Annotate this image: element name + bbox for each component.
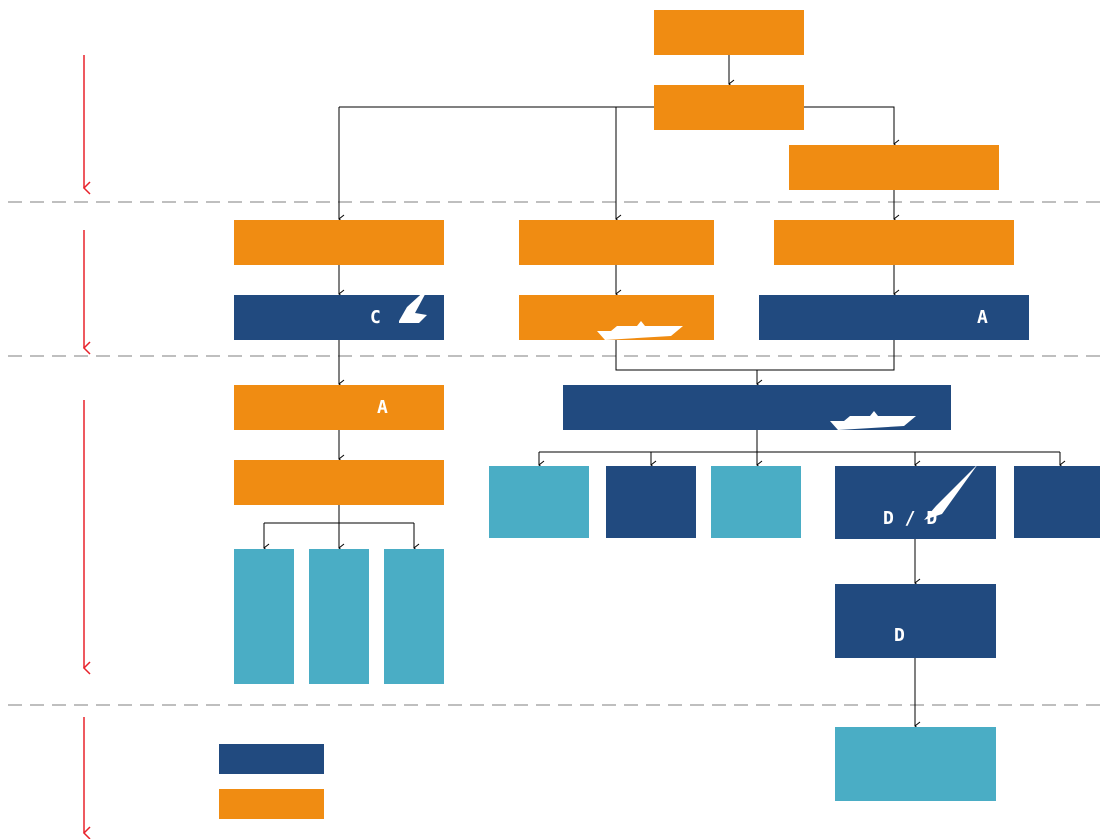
boat-icon xyxy=(830,411,916,430)
process-box-label: C xyxy=(370,307,381,328)
child-box xyxy=(606,466,696,538)
process-box-label: A xyxy=(377,397,388,418)
process-box xyxy=(519,220,714,265)
process-box: A xyxy=(234,385,444,430)
process-box xyxy=(519,295,714,340)
process-box xyxy=(654,85,804,130)
output-box xyxy=(835,727,996,801)
process-box xyxy=(234,460,444,505)
legend xyxy=(219,744,329,820)
child-box xyxy=(1014,466,1100,538)
process-box xyxy=(789,145,999,190)
pen-icon xyxy=(399,287,429,323)
boat-icon xyxy=(597,321,683,340)
child-box xyxy=(489,466,589,538)
process-box xyxy=(234,220,444,265)
process-box: A xyxy=(759,295,1029,340)
child-box-label: D / D xyxy=(883,508,938,529)
connector xyxy=(804,106,900,149)
process-box-label: D xyxy=(894,625,905,646)
process-box: D xyxy=(835,584,996,658)
process-box-label: A xyxy=(977,307,988,328)
leaf-box xyxy=(234,549,294,684)
child-box xyxy=(711,466,801,538)
leaf-box xyxy=(384,549,444,684)
pen-icon xyxy=(924,464,978,520)
process-box xyxy=(654,10,804,55)
process-box xyxy=(563,385,951,430)
process-box xyxy=(774,220,1014,265)
legend-swatch-orange xyxy=(219,789,324,819)
leaf-box xyxy=(309,549,369,684)
connector xyxy=(615,340,895,371)
child-box: D / D xyxy=(835,464,996,539)
legend-swatch-navy xyxy=(219,744,324,774)
process-box: C xyxy=(234,287,444,340)
